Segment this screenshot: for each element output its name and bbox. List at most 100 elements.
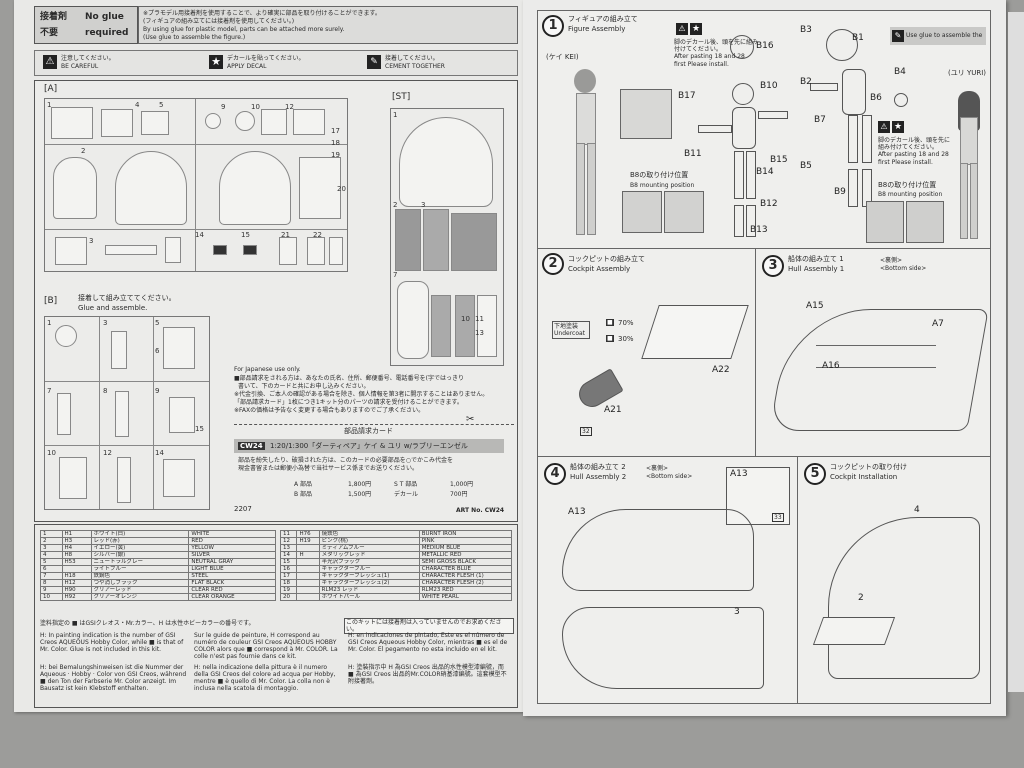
color-cell-en: RED (188, 537, 276, 545)
color-cell-c: H76 (296, 530, 320, 538)
color-cell-en: RLM23 RED (418, 586, 513, 594)
part-4-step5: 4 (914, 505, 920, 515)
color-cell-en: STEEL (188, 572, 276, 580)
part-2-step5: 2 (858, 593, 864, 603)
decal-32: 32 (580, 427, 592, 436)
color-cell-n: 4 (40, 551, 63, 559)
color-cell-n: 15 (279, 558, 298, 566)
step3-side: <Bottom side> (880, 265, 927, 272)
color-cell-jp: キャラクターフレッシュ(1) (318, 572, 420, 580)
step5-title-jp: コックピットの取り付け (830, 463, 907, 471)
color-cell-n: 5 (40, 558, 63, 566)
color-cell-jp: シルバー(銀) (90, 551, 190, 559)
part-b17: B17 (678, 91, 696, 101)
part-3-step4: 3 (734, 607, 740, 617)
color-cell-n: 13 (279, 544, 298, 552)
st-num-13: 13 (475, 329, 484, 337)
color-cell-n: 9 (40, 586, 63, 594)
color-cell-c (296, 579, 320, 587)
color-cell-n: 16 (279, 565, 298, 573)
color-cell-jp: ピンク(桃) (318, 537, 420, 545)
a-num-20: 20 (337, 185, 346, 193)
color-note-jp-box: このキットには接着剤は入っていませんのでお求めください。 (344, 618, 514, 634)
a-num-18: 18 (331, 139, 340, 147)
order-card-title: 部品請求カード (344, 427, 393, 435)
color-cell-en: SILVER (188, 551, 276, 559)
color-cell-en: METALLIC RED (418, 551, 513, 559)
color-cell-n: 20 (279, 593, 298, 601)
step1-title-en: Figure Assembly (568, 25, 626, 33)
mount-kei-photo2 (664, 191, 704, 233)
price-a-value: 1,800円 (348, 481, 372, 488)
part-b2: B2 (800, 77, 812, 87)
mount-yuri-jp: B8の取り付け位置 (878, 181, 937, 189)
caution-icon-yuri: ⚠ (878, 121, 890, 133)
runner-b-text-en: Glue and assemble. (78, 304, 148, 312)
a-num-19: 19 (331, 151, 340, 159)
a-num-3: 3 (89, 237, 94, 245)
part-b11: B11 (684, 149, 702, 159)
runner-b-label: [B] (44, 296, 58, 306)
part-a13-detail: A13 (730, 469, 748, 479)
step4-panel: 4 船体の組み立て 2 Hull Assembly 2 <裏側> <Bottom… (537, 456, 799, 704)
color-cell-en: NEUTRAL GRAY (188, 558, 276, 566)
order-card-product: 1:20/1:300「ダーティペア」ケイ & ユリ w/ラブリーエンゼル (270, 442, 468, 450)
color-cell-n: 12 (279, 537, 298, 545)
color-cell-c (296, 593, 320, 601)
mount-yuri-photo1 (866, 201, 904, 243)
color-cell-c: H92 (61, 593, 92, 601)
part-a21: A21 (604, 405, 622, 415)
color-cell-en: FLAT BLACK (188, 579, 276, 587)
cockpit-a22-drawing (641, 305, 749, 359)
b-num-9: 9 (155, 387, 160, 395)
mount-yuri-photo2 (906, 201, 944, 243)
color-cell-c (296, 572, 320, 580)
b-num-3: 3 (103, 319, 108, 327)
part-b16: B16 (756, 41, 774, 51)
step1-panel: 1 フィギュアの組み立て Figure Assembly (ケイ KEI) (ユ… (537, 10, 991, 250)
color-cell-n: 6 (40, 565, 63, 573)
star-icon-step1: ★ (690, 23, 702, 35)
b-num-8: 8 (103, 387, 108, 395)
color-cell-n: 2 (40, 537, 63, 545)
a-num-15: 15 (241, 231, 250, 239)
color-cell-jp: クリアーオレンジ (90, 593, 190, 601)
a-num-4: 4 (135, 101, 140, 109)
undercoat-label: 下地塗装 Undercoat (554, 323, 586, 337)
order-card-number: 2207 (234, 505, 252, 513)
color-cell-en: CHARACTER FLESH (2) (418, 579, 513, 587)
part-b13: B13 (750, 225, 768, 235)
part-b15: B15 (770, 155, 788, 165)
color-note-en: H: In painting indication is the number … (40, 632, 184, 653)
color-cell-n: 3 (40, 544, 63, 552)
legend-caution-jp: 注意してください。 (61, 55, 115, 62)
color-cell-en: CLEAR ORANGE (188, 593, 276, 601)
color-cell-c: H3 (61, 537, 92, 545)
step5-title-en: Cockpit Installation (830, 473, 898, 481)
no-glue-box: 接着剤 不要 No glue required (34, 6, 138, 44)
color-cell-en: BURNT IRON (418, 530, 513, 538)
part-b5: B5 (800, 161, 812, 171)
kei-figure (564, 69, 606, 241)
runner-st: 1 2 3 7 10 11 13 (390, 108, 504, 366)
part-b1: B1 (852, 33, 864, 43)
runner-a: 1 2 3 4 5 9 10 11 12 17 18 19 20 21 22 1… (44, 98, 348, 272)
scissors-icon: ✂ (466, 414, 475, 425)
color-cell-c: H53 (61, 558, 92, 566)
color-cell-en: MEDIUM BLUE (418, 544, 513, 552)
st-num-3: 3 (421, 201, 426, 209)
color-cell-en: CLEAR RED (188, 586, 276, 594)
color-cell-jp: ミディアムブルー (318, 544, 420, 552)
runner-a-label: [A] (44, 84, 58, 94)
b-num-14: 14 (155, 449, 164, 457)
step2-title-en: Cockpit Assembly (568, 265, 631, 273)
part-b4: B4 (894, 67, 906, 77)
color-chart-frame (34, 524, 518, 708)
color-cell-en: CHARACTER FLESH (1) (418, 572, 513, 580)
